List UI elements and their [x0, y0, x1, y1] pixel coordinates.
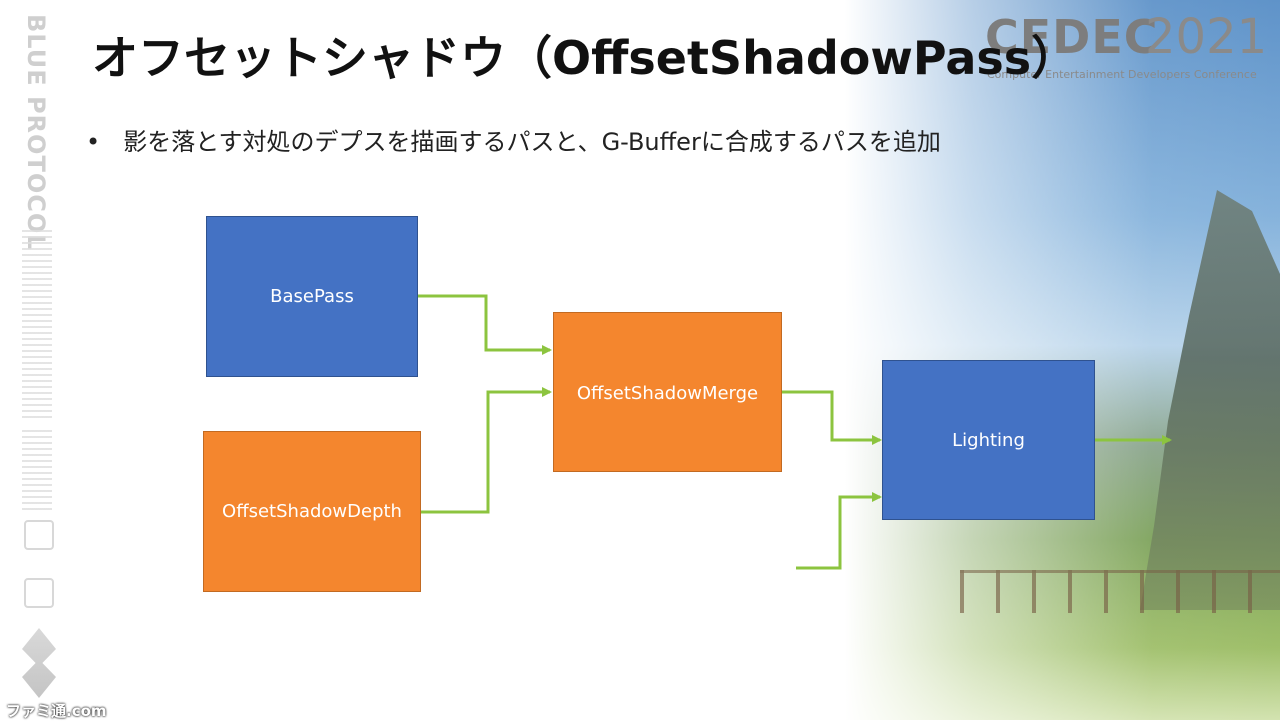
side-icon	[24, 520, 54, 550]
cedec-logo-year: 2021	[1145, 9, 1268, 65]
cedec-logo-mark: CEDEC	[985, 10, 1159, 64]
node-offset-shadow-merge: OffsetShadowMerge	[553, 312, 782, 472]
side-icon	[24, 578, 54, 608]
watermark: ファミ通.com	[6, 702, 107, 720]
cedec-logo: CEDEC 2021 Computer Entertainment Develo…	[985, 9, 1268, 84]
cedec-logo-subtitle: Computer Entertainment Developers Confer…	[987, 68, 1257, 81]
arrow-basepass-to-merge	[418, 294, 552, 355]
side-decoration-lines	[22, 430, 52, 510]
bullet-text: 影を落とす対処のデプスを描画するパスと、G-Bufferに合成するパスを追加	[123, 128, 941, 156]
side-decoration-lines	[22, 230, 52, 420]
bullet-dot: •	[86, 128, 101, 156]
background-fence	[960, 570, 1280, 613]
node-lighting: Lighting	[882, 360, 1095, 520]
node-basepass-label: BasePass	[270, 286, 354, 307]
slide-title: オフセットシャドウ（OffsetShadowPass）	[92, 31, 1078, 85]
node-offset-shadow-depth: OffsetShadowDepth	[203, 431, 421, 592]
node-offset-shadow-depth-label: OffsetShadowDepth	[222, 501, 402, 522]
bullet-item: • 影を落とす対処のデプスを描画するパスと、G-Bufferに合成するパスを追加	[86, 122, 941, 157]
arrow-input-to-lighting	[796, 492, 882, 570]
node-offset-shadow-merge-label: OffsetShadowMerge	[576, 383, 759, 404]
arrow-depth-to-merge	[421, 387, 552, 514]
arrow-merge-to-lighting	[782, 390, 882, 445]
node-lighting-label: Lighting	[952, 429, 1025, 451]
node-basepass: BasePass	[206, 216, 418, 377]
side-brand-logo: BLUE PROTOCOL	[22, 14, 50, 251]
